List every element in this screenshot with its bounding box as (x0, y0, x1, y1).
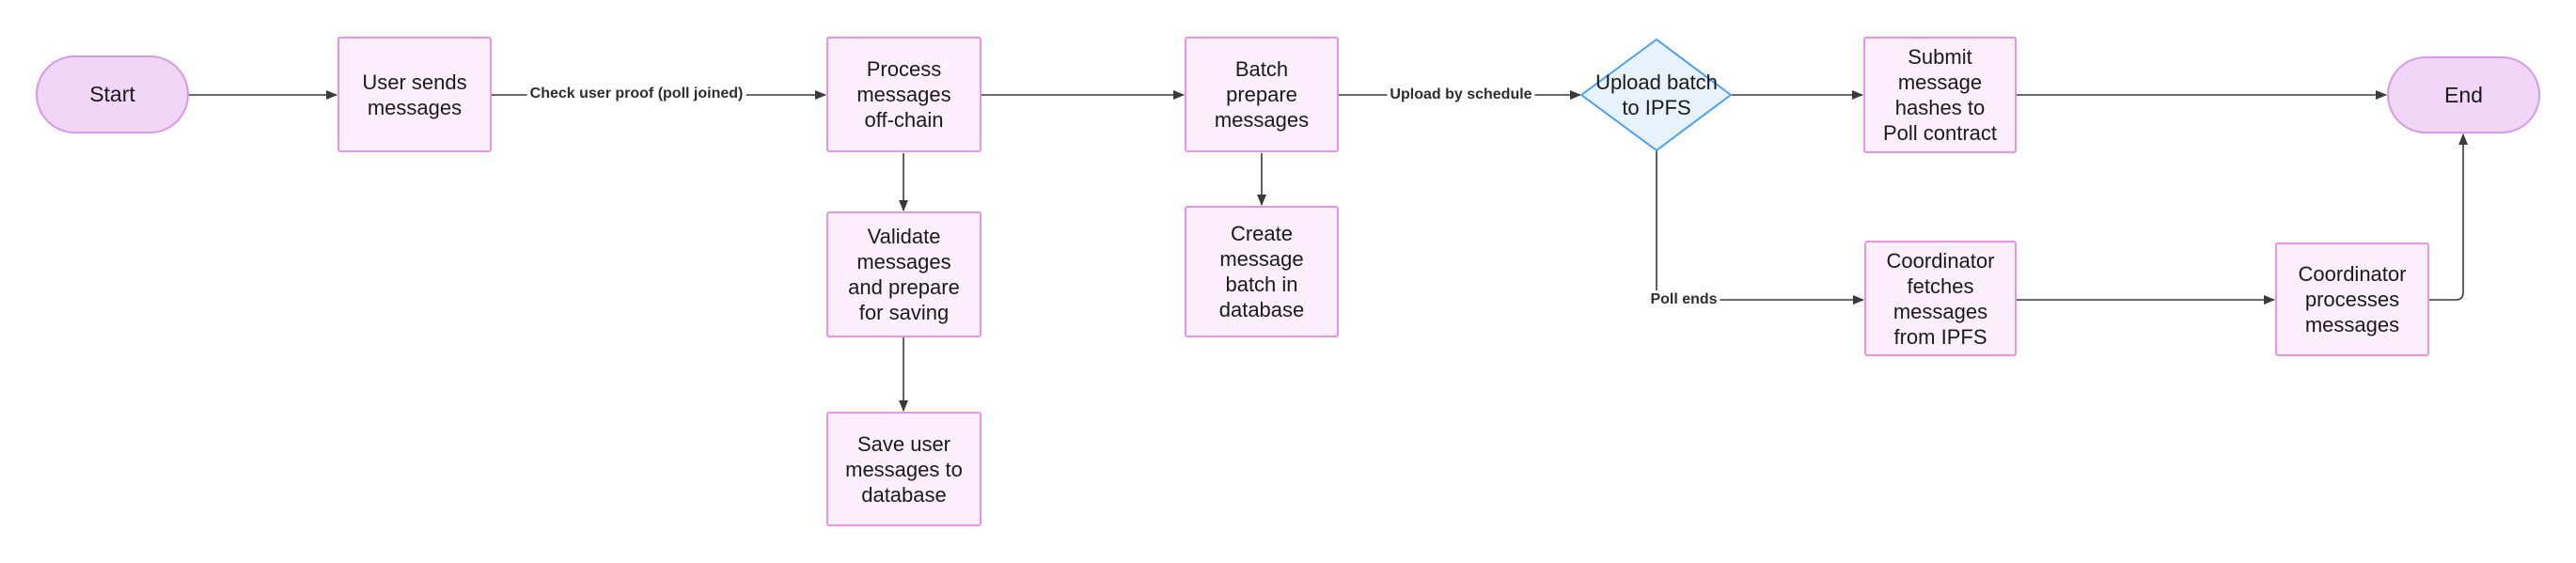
node-start: Start (36, 55, 189, 133)
node-end: End (2387, 56, 2540, 133)
node-user-sends-messages: User sends messages (338, 37, 492, 152)
edge-label-poll-ends: Poll ends (1647, 290, 1720, 309)
edge-coord-process-to-end (2429, 133, 2468, 301)
decision-diamond-shape (1580, 39, 1732, 151)
edge-label-upload-schedule: Upload by schedule (1387, 86, 1535, 104)
node-validate-messages: Validate messages and prepare for saving (826, 211, 982, 337)
node-upload-to-ipfs: Upload batch to IPFS (1595, 70, 1718, 119)
edge-upload-to-fetch (1656, 150, 1864, 305)
node-batch-prepare: Batch prepare messages (1185, 37, 1339, 152)
node-submit-hashes: Submit message hashes to Poll contract (1863, 37, 2017, 153)
node-coordinator-fetches: Coordinator fetches messages from IPFS (1864, 241, 2017, 356)
node-coordinator-processes: Coordinator processes messages (2275, 242, 2429, 356)
node-process-messages: Process messages off-chain (826, 37, 982, 152)
edge-label-check-proof: Check user proof (poll joined) (526, 85, 746, 103)
node-save-user-messages: Save user messages to database (826, 412, 982, 526)
node-create-message-batch: Create message batch in database (1185, 206, 1339, 337)
